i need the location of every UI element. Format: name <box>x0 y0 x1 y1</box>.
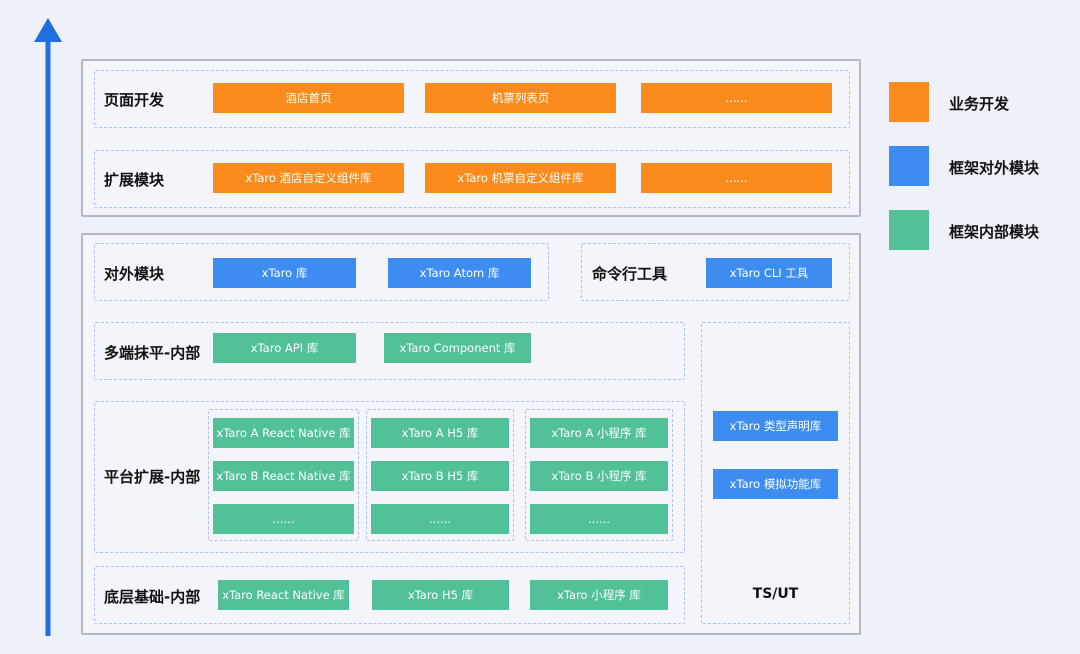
page-dev-item-2: 机票列表页 <box>425 83 616 113</box>
legend-swatch-business <box>889 82 929 122</box>
page-dev-item-1: 酒店首页 <box>213 83 404 113</box>
ext-modules-label: 扩展模块 <box>104 171 165 189</box>
platform-column-miniprogram <box>525 409 673 541</box>
platform-mp-more: ...... <box>530 504 668 534</box>
base-label: 底层基础-内部 <box>104 588 201 606</box>
legend-label-business: 业务开发 <box>949 95 1010 113</box>
platform-rn-a: xTaro A React Native 库 <box>213 418 354 448</box>
base-row <box>94 566 685 624</box>
upward-arrow-icon <box>34 18 62 636</box>
platform-h5-a: xTaro A H5 库 <box>371 418 509 448</box>
multi-item-component: xTaro Component 库 <box>384 333 531 363</box>
ext-modules-item-1: xTaro 酒店自定义组件库 <box>213 163 404 193</box>
cli-label: 命令行工具 <box>592 265 668 283</box>
external-item-xtaro: xTaro 库 <box>213 258 356 288</box>
page-dev-item-3: ...... <box>641 83 832 113</box>
platform-column-rn <box>208 409 359 541</box>
platform-column-h5 <box>366 409 514 541</box>
platform-mp-b: xTaro B 小程序 库 <box>530 461 668 491</box>
legend-swatch-external <box>889 146 929 186</box>
platform-mp-a: xTaro A 小程序 库 <box>530 418 668 448</box>
page-dev-label: 页面开发 <box>104 91 165 109</box>
cli-row <box>581 243 850 301</box>
platform-row <box>94 401 685 553</box>
base-item-miniprogram: xTaro 小程序 库 <box>530 580 668 610</box>
tsut-column <box>701 322 850 624</box>
platform-label: 平台扩展-内部 <box>104 468 201 486</box>
multi-item-api: xTaro API 库 <box>213 333 356 363</box>
ext-modules-row <box>94 150 850 208</box>
ext-modules-item-2: xTaro 机票自定义组件库 <box>425 163 616 193</box>
legend-label-external: 框架对外模块 <box>949 159 1040 177</box>
tsut-label: TS/UT <box>752 586 799 602</box>
platform-rn-more: ...... <box>213 504 354 534</box>
tsut-item-types: xTaro 类型声明库 <box>713 411 838 441</box>
legend-label-internal: 框架内部模块 <box>949 223 1040 241</box>
base-item-h5: xTaro H5 库 <box>372 580 509 610</box>
ext-modules-item-3: ...... <box>641 163 832 193</box>
arrow-shaft <box>45 40 51 636</box>
multi-end-label: 多端抹平-内部 <box>104 344 201 362</box>
external-modules-row <box>94 243 549 301</box>
legend-swatch-internal <box>889 210 929 250</box>
platform-h5-b: xTaro B H5 库 <box>371 461 509 491</box>
base-item-rn: xTaro React Native 库 <box>218 580 349 610</box>
platform-h5-more: ...... <box>371 504 509 534</box>
cli-item: xTaro CLI 工具 <box>706 258 832 288</box>
external-modules-label: 对外模块 <box>104 265 165 283</box>
arrow-head <box>34 18 62 42</box>
tsut-item-mock: xTaro 模拟功能库 <box>713 469 838 499</box>
external-item-atom: xTaro Atom 库 <box>388 258 531 288</box>
multi-end-row <box>94 322 685 380</box>
platform-rn-b: xTaro B React Native 库 <box>213 461 354 491</box>
page-dev-row <box>94 70 850 128</box>
